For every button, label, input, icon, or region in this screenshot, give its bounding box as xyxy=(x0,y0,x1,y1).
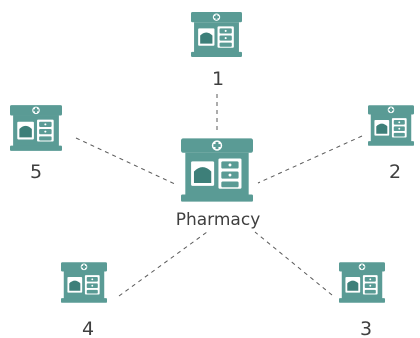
connector-4 xyxy=(118,231,208,297)
node-5: 5 xyxy=(10,105,62,183)
node-label: 3 xyxy=(360,318,372,338)
center-pharmacy: Pharmacy xyxy=(176,138,261,230)
node-3: 3 xyxy=(339,262,385,338)
node-label: 2 xyxy=(389,161,401,183)
connector-5 xyxy=(75,137,178,186)
node-1: 1 xyxy=(191,12,242,90)
pharmacy-building-icon xyxy=(368,105,414,146)
connectors xyxy=(75,94,363,297)
connector-3 xyxy=(254,231,333,296)
connector-2 xyxy=(257,135,363,184)
pharmacy-building-icon xyxy=(191,12,242,57)
node-2: 2 xyxy=(368,105,414,183)
pharmacy-building-icon xyxy=(181,138,253,202)
center-label: Pharmacy xyxy=(176,210,261,230)
node-label: 5 xyxy=(30,161,42,183)
pharmacy-building-icon xyxy=(61,262,107,303)
node-label: 1 xyxy=(212,68,224,90)
node-label: 4 xyxy=(82,318,94,338)
pharmacy-building-icon xyxy=(339,262,385,303)
pharmacy-building-icon xyxy=(10,105,62,151)
node-4: 4 xyxy=(61,262,107,338)
